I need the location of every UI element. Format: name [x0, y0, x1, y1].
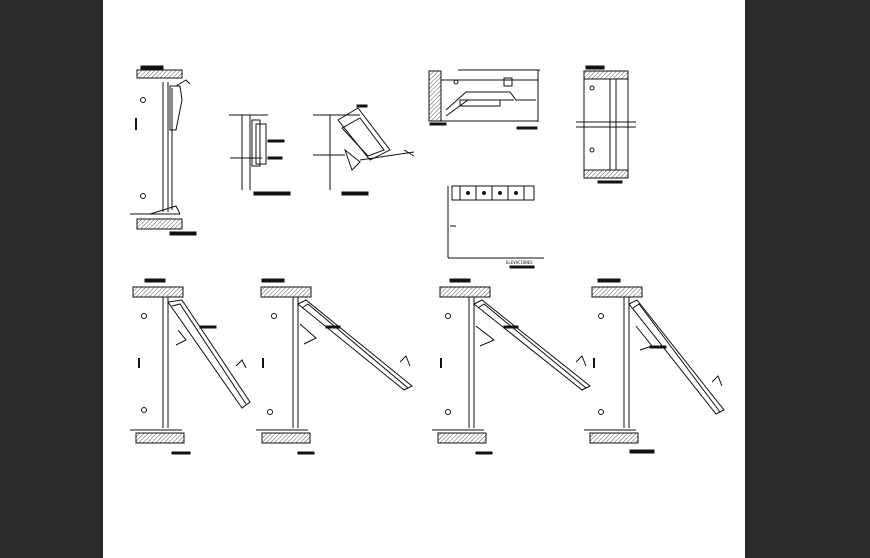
section-detail-vertical	[130, 65, 197, 236]
hopper-section-2	[256, 278, 413, 455]
tilted-frame-detail	[313, 104, 415, 196]
frame-box-detail	[576, 65, 636, 184]
lintel-hatch	[136, 69, 183, 79]
plan-detail	[428, 69, 540, 130]
jamb-detail	[229, 114, 291, 196]
hopper-section-3	[432, 278, 591, 455]
hopper-section-4	[584, 278, 725, 454]
drawing-sheet	[103, 0, 745, 558]
elevation-detail	[447, 185, 544, 269]
right-margin-band	[745, 0, 870, 558]
sill-hatch	[136, 218, 183, 230]
elevations-label: ELEVACIONES	[506, 260, 533, 265]
left-margin-band	[0, 0, 103, 558]
hopper-section-1	[130, 278, 251, 455]
label-bar	[140, 65, 164, 70]
